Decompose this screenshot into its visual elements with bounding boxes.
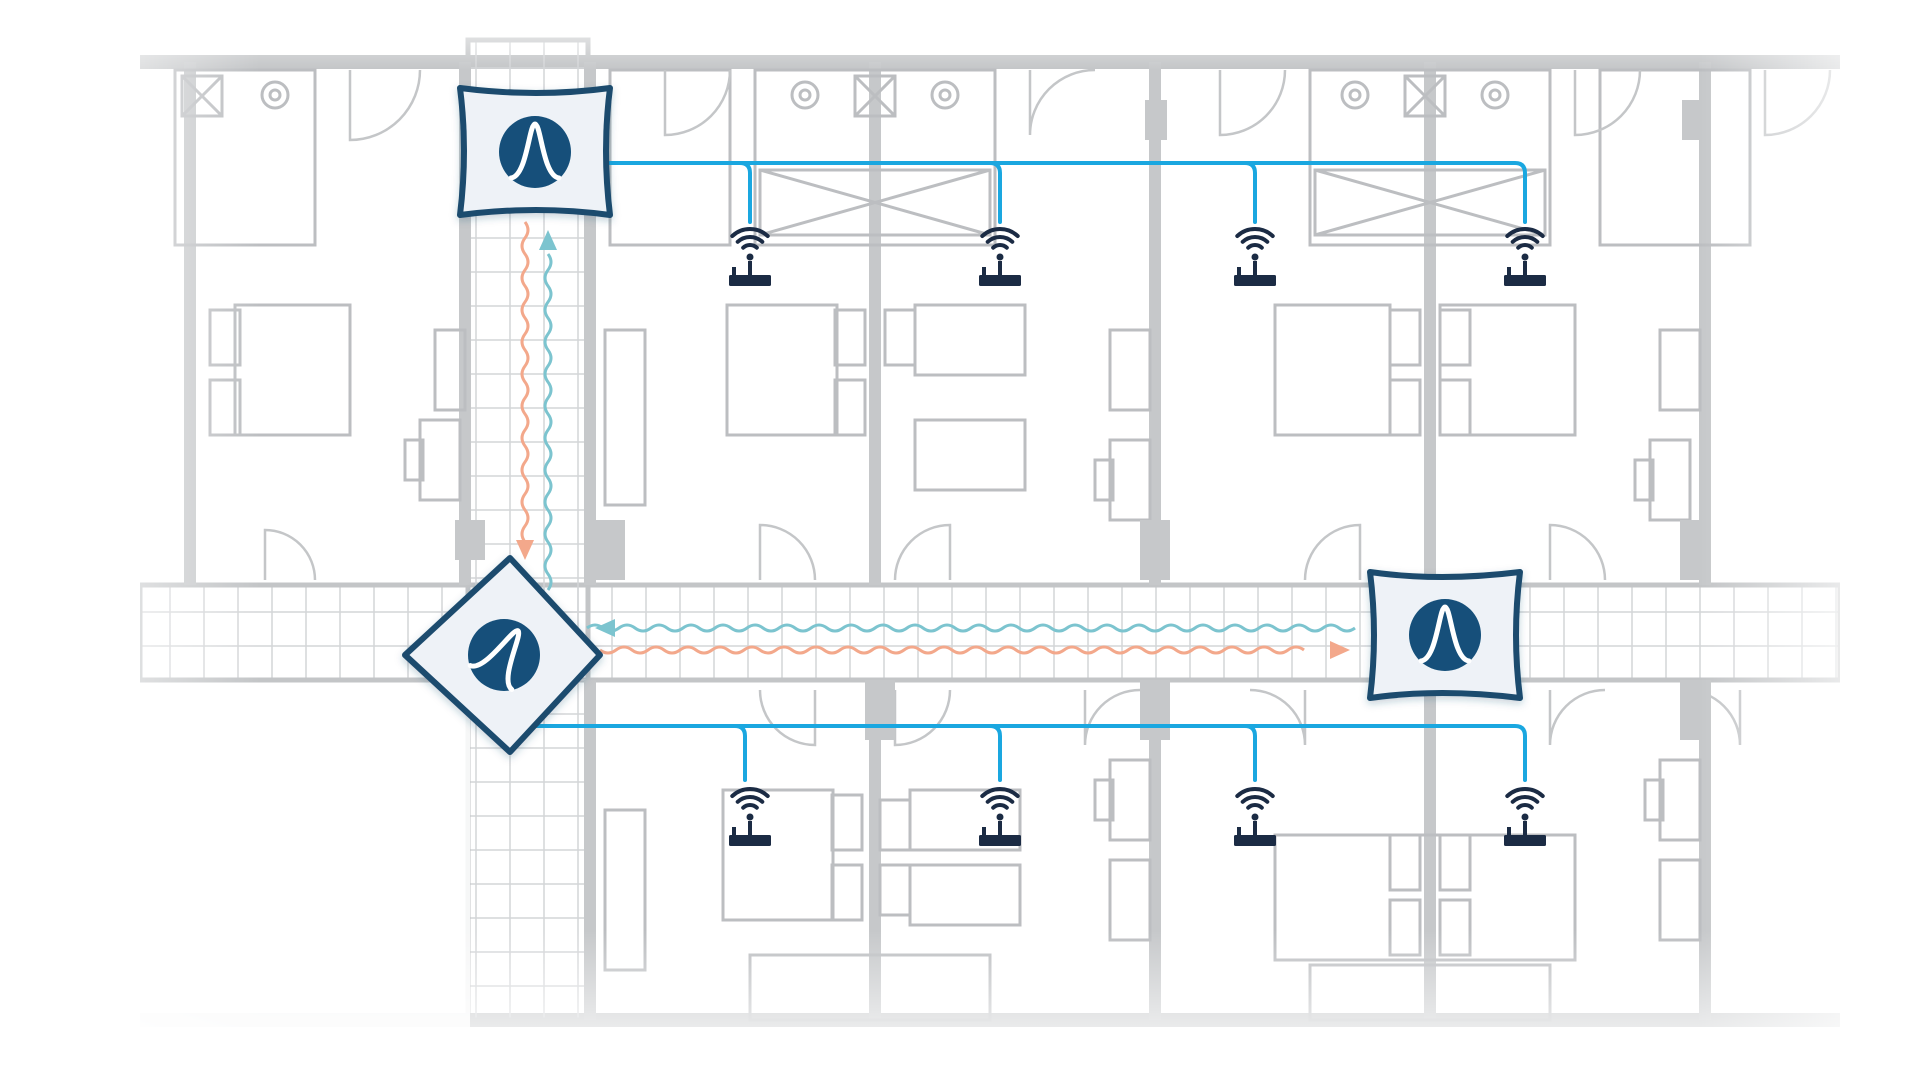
wifi-router-icon	[979, 227, 1021, 286]
desks-top	[403, 328, 1702, 522]
lambda-peak-icon	[1409, 599, 1481, 671]
node-center-left[interactable]	[402, 555, 603, 755]
wifi-router-icon	[979, 787, 1021, 846]
wifi-router-icon	[1234, 227, 1276, 286]
wireless-link-downstream-vertical	[520, 221, 530, 543]
door-swings-bottom	[758, 688, 1742, 747]
wifi-router-icon	[729, 787, 771, 846]
wifi-router-icon	[729, 227, 771, 286]
upstream-arrowhead-vertical	[539, 230, 557, 250]
cable-top-run	[608, 161, 1527, 224]
wifi-router-icon	[1504, 227, 1546, 286]
cable-bottom-run	[533, 724, 1527, 782]
wireless-link-downstream-horizontal	[599, 645, 1305, 655]
access-points	[729, 227, 1546, 846]
partition-walls-top	[184, 62, 1711, 585]
lambda-peak-icon	[467, 619, 540, 693]
downstream-arrowhead-horizontal	[1330, 641, 1350, 659]
bathrooms-top	[173, 68, 1752, 247]
downstream-arrowhead-vertical	[516, 540, 534, 560]
wifi-router-icon	[1234, 787, 1276, 846]
lambda-peak-icon	[499, 116, 571, 188]
wireless-link-upstream-vertical	[543, 253, 553, 591]
wireless-links	[516, 221, 1356, 659]
wireless-link-upstream-horizontal	[586, 623, 1356, 633]
wifi-router-icon	[1504, 787, 1546, 846]
backhaul-cables	[533, 161, 1527, 782]
corridor-horizontal	[137, 582, 1843, 683]
beds-top	[208, 303, 1577, 492]
node-right[interactable]	[1367, 569, 1523, 701]
node-top-left[interactable]	[457, 85, 613, 218]
upstream-arrowhead-horizontal	[595, 619, 615, 637]
